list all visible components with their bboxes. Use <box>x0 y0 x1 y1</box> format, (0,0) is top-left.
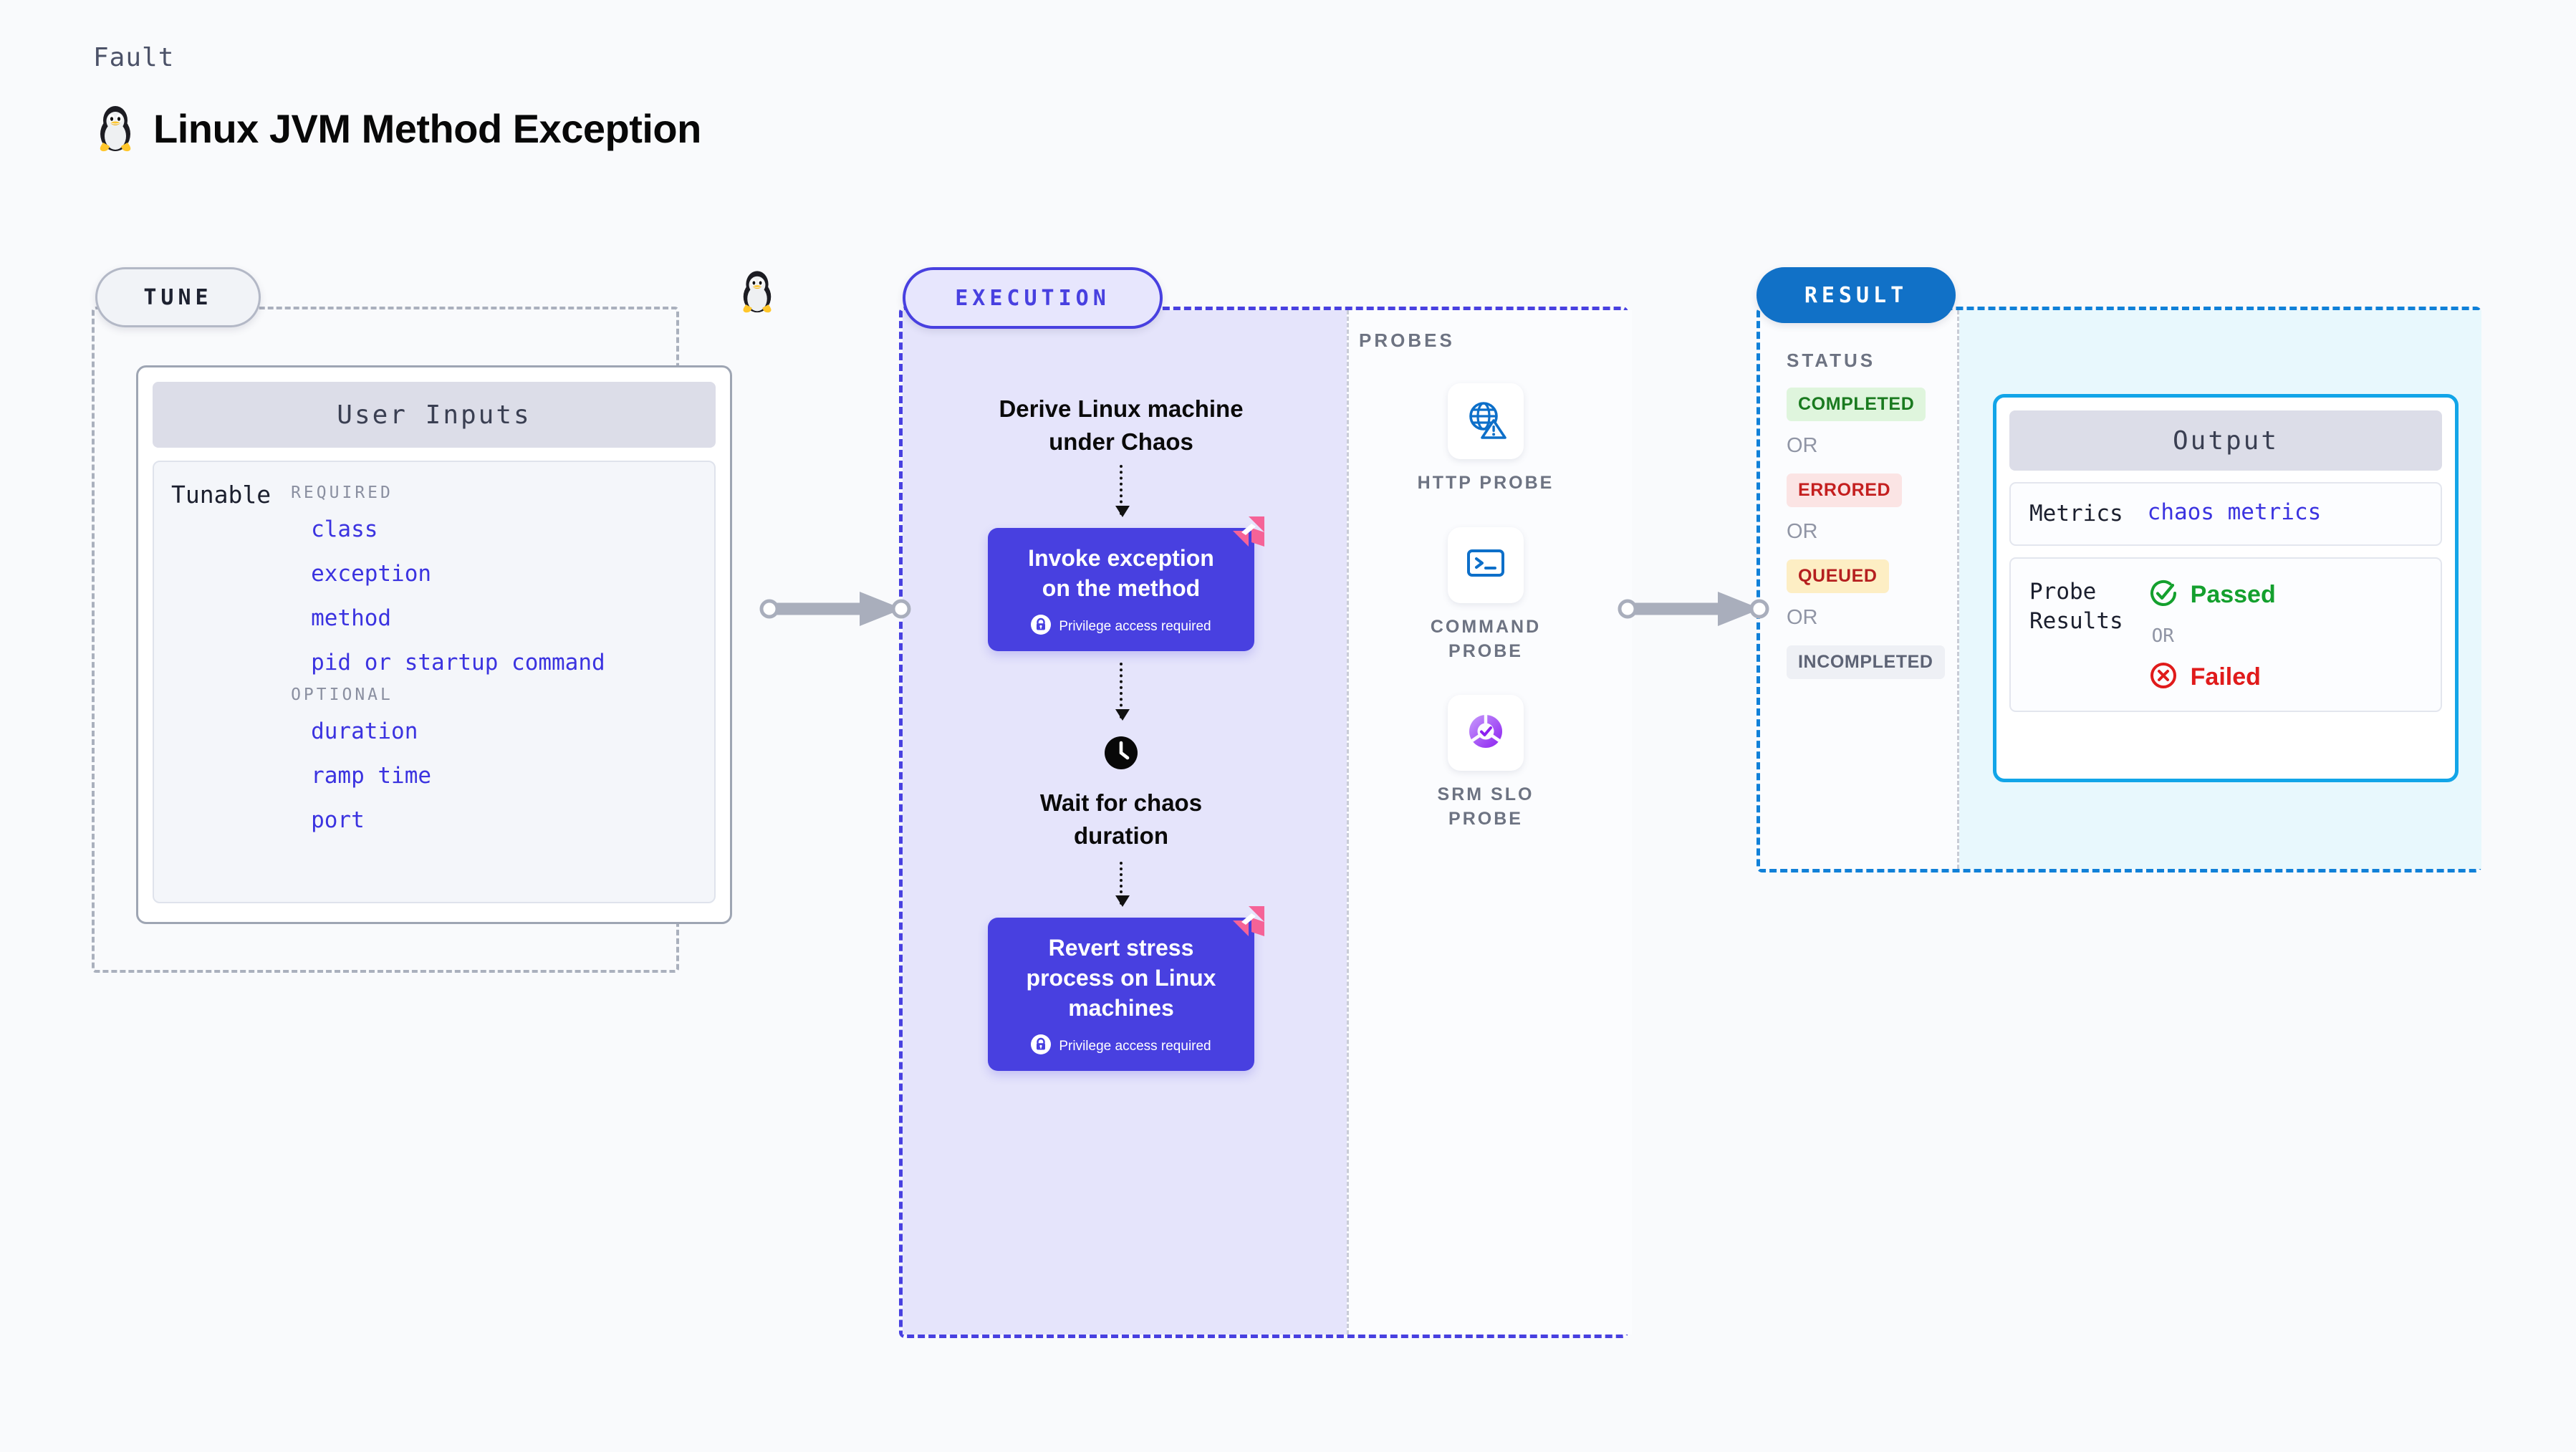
probe-label: SRM SLO PROBE <box>1437 784 1534 829</box>
tunable-param-duration[interactable]: duration <box>311 718 418 744</box>
status-or-2: OR <box>1787 520 1818 543</box>
privilege-badge: Privilege access required <box>1001 1034 1241 1058</box>
flow-step-revert-stress[interactable]: Revert stress process on Linux machines … <box>988 906 1264 1072</box>
page-header: Fault Linux JVM Method Exception <box>93 43 701 156</box>
step-title: Invoke exception on the method <box>1028 545 1214 601</box>
tune-badge[interactable]: TUNE <box>95 267 261 327</box>
connector-execution-to-result <box>1618 592 1769 626</box>
tunable-label: Tunable <box>171 481 271 509</box>
probe-tile <box>1447 383 1524 459</box>
flow-arrow-2 <box>1115 663 1130 721</box>
status-title: STATUS <box>1787 350 1876 371</box>
tux-penguin-icon <box>93 101 138 156</box>
globe-warning-icon <box>1464 398 1508 446</box>
clock-icon <box>1102 734 1140 775</box>
status-or-3: OR <box>1787 606 1818 629</box>
probes-column-fill <box>1347 310 1632 1335</box>
probe-verdicts: Passed OR Failed <box>2148 577 2276 695</box>
tunable-param-port[interactable]: port <box>311 807 365 833</box>
flow-step-derive-machine: Derive Linux machine under Chaos <box>999 395 1244 455</box>
fault-title-row: Linux JVM Method Exception <box>93 101 701 156</box>
slo-donut-check-icon <box>1464 709 1508 757</box>
status-badge-errored: ERRORED <box>1787 473 1903 507</box>
probe-tile <box>1448 527 1524 603</box>
check-circle-icon <box>2148 577 2179 612</box>
tunable-box: Tunable REQUIRED class exception method … <box>153 461 716 903</box>
flow-arrow-3 <box>1115 862 1130 908</box>
passed-label: Passed <box>2190 580 2276 608</box>
tunable-param-ramp-time[interactable]: ramp time <box>311 763 432 789</box>
probe-label: HTTP PROBE <box>1417 473 1554 493</box>
output-title: Output <box>2009 410 2442 471</box>
tunable-param-method[interactable]: method <box>311 605 392 631</box>
privilege-text: Privilege access required <box>1059 1038 1211 1054</box>
user-inputs-card: User Inputs Tunable REQUIRED class excep… <box>136 365 732 924</box>
verdict-or: OR <box>2151 625 2174 647</box>
status-or-1: OR <box>1787 434 1818 457</box>
execution-region <box>899 307 1632 1338</box>
user-inputs-title: User Inputs <box>153 382 716 448</box>
tunable-param-pid-or-startup-command[interactable]: pid or startup command <box>311 650 605 675</box>
tunable-list: REQUIRED class exception method pid or s… <box>291 481 605 883</box>
page-title: Linux JVM Method Exception <box>153 106 701 151</box>
probes-title: PROBES <box>1359 330 1455 351</box>
lock-icon <box>1031 1034 1052 1058</box>
probe-command[interactable]: COMMAND PROBE <box>1410 527 1561 664</box>
fault-kicker: Fault <box>93 43 175 72</box>
probe-tile <box>1448 695 1524 771</box>
verdict-passed: Passed <box>2148 577 2276 612</box>
lock-icon <box>1031 615 1052 638</box>
step-title: Revert stress process on Linux machines <box>1026 935 1216 1021</box>
output-panel: Output Metrics chaos metrics Probe Resul… <box>1993 394 2459 782</box>
probe-srm-slo[interactable]: SRM SLO PROBE <box>1410 695 1561 832</box>
tunable-param-exception[interactable]: exception <box>311 561 432 587</box>
result-badge[interactable]: RESULT <box>1756 267 1956 323</box>
probe-http[interactable]: HTTP PROBE <box>1418 383 1554 496</box>
verdict-failed: Failed <box>2148 660 2276 695</box>
connector-tune-to-execution <box>759 592 911 626</box>
metrics-value-link[interactable]: chaos metrics <box>2147 499 2322 525</box>
execution-flow: Derive Linux machine under Chaos Invoke … <box>899 307 1343 1072</box>
status-badge-incompleted: INCOMPLETED <box>1787 645 1945 679</box>
output-row-probe-results: Probe Results Passed OR <box>2009 557 2442 712</box>
tunable-param-class[interactable]: class <box>311 516 378 542</box>
output-row-metrics: Metrics chaos metrics <box>2009 482 2442 546</box>
execution-badge[interactable]: EXECUTION <box>903 267 1163 329</box>
group-title-required: REQUIRED <box>291 484 393 502</box>
privilege-text: Privilege access required <box>1059 618 1211 634</box>
probe-results-key: Probe Results <box>2029 578 2123 634</box>
privilege-badge: Privilege access required <box>1001 615 1241 638</box>
status-column: STATUS COMPLETED OR ERRORED OR QUEUED OR… <box>1756 307 1956 679</box>
flow-arrow-1 <box>1115 465 1130 518</box>
probe-label: COMMAND PROBE <box>1430 616 1542 661</box>
probes-column: PROBES HTTP PROBE <box>1343 307 1628 832</box>
tux-penguin-icon-border <box>736 266 778 317</box>
litmus-fault-icon <box>1230 903 1267 944</box>
metrics-key: Metrics <box>2029 501 2123 527</box>
x-circle-icon <box>2148 660 2179 695</box>
failed-label: Failed <box>2190 663 2261 691</box>
status-badge-queued: QUEUED <box>1787 559 1889 593</box>
terminal-icon <box>1464 541 1508 589</box>
flow-step-invoke-exception[interactable]: Invoke exception on the method Privilege… <box>988 516 1264 652</box>
litmus-fault-icon <box>1230 514 1267 554</box>
group-title-optional: OPTIONAL <box>291 686 393 704</box>
execution-column-fill <box>903 310 1347 1335</box>
status-badge-completed: COMPLETED <box>1787 388 1926 421</box>
flow-step-wait-duration: Wait for chaos duration <box>1039 789 1203 849</box>
